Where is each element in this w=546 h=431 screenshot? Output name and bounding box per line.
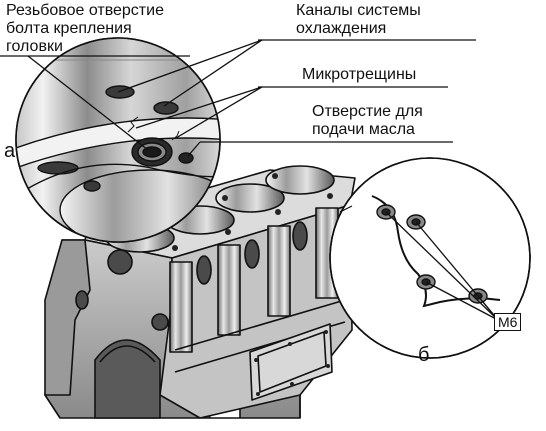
cooling-channel — [153, 101, 179, 115]
label-oil-hole: Отверстие для подачи масла — [312, 103, 423, 138]
microcrack — [127, 116, 139, 133]
cooling-channel — [83, 180, 101, 192]
cylinder-bore — [215, 183, 285, 213]
cooling-channel — [37, 161, 79, 175]
label-microcracks: Микротрещины — [302, 66, 417, 83]
block-left-skirt — [44, 239, 91, 396]
label-m6: М6 — [494, 313, 522, 331]
oil-feed-hole — [178, 152, 194, 164]
inset-a-magnifier — [15, 37, 221, 243]
label-cooling-channels: Каналы системы охлаждения — [296, 2, 421, 37]
cylinder-bore — [265, 165, 335, 195]
microcrack — [171, 130, 180, 141]
cylinder-block — [44, 165, 356, 419]
label-inset-a: а — [4, 140, 16, 162]
label-threaded-hole: Резьбовое отверстие болта крепления голо… — [6, 2, 164, 55]
leader-lines — [0, 39, 499, 321]
side-cover-plate — [249, 323, 333, 401]
crank-arch — [94, 339, 161, 419]
label-inset-b: б — [418, 344, 430, 366]
